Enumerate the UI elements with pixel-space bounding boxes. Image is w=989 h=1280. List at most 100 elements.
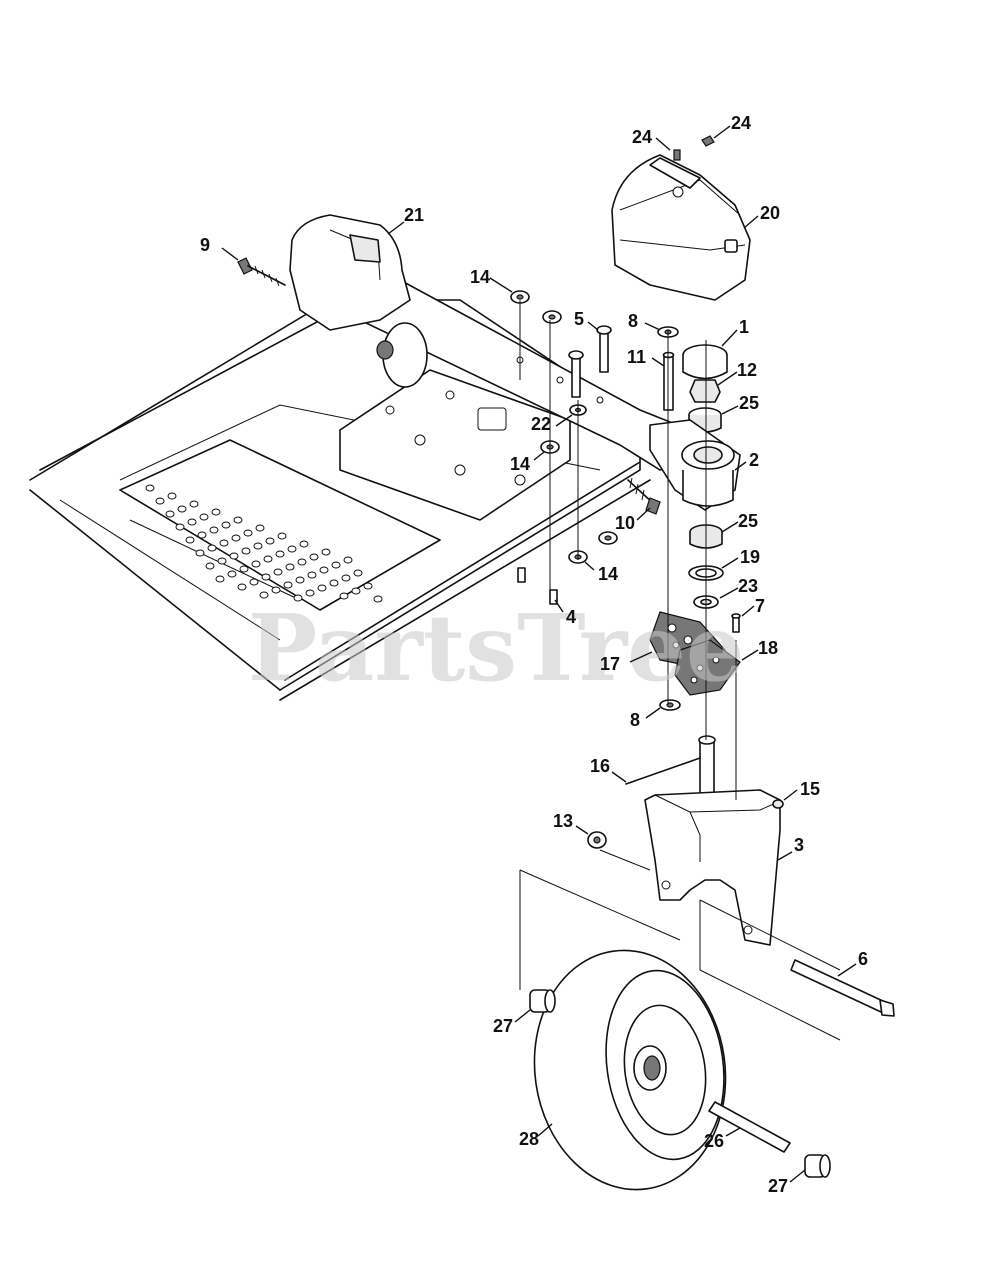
platform-hole [233, 516, 243, 524]
part-26-spacer-tube [708, 1101, 791, 1153]
callout-21: 21 [404, 205, 424, 225]
foot-platform [119, 439, 441, 611]
callout-14-mid: 14 [510, 454, 530, 474]
platform-hole [249, 578, 259, 586]
callout-13: 13 [553, 811, 573, 831]
platform-hole [339, 592, 349, 600]
platform-hole [341, 574, 351, 582]
platform-hole [175, 523, 185, 531]
callout-8-low: 8 [630, 710, 640, 730]
part-9-bolt [237, 257, 286, 287]
part-21-left-cover [289, 214, 411, 331]
platform-hole [373, 595, 383, 603]
platform-hole [263, 555, 273, 563]
part-18-gear-plate [674, 639, 741, 696]
platform-hole [199, 513, 209, 521]
watermark-text: PartsTree [248, 594, 744, 702]
platform-hole [273, 568, 283, 576]
platform-hole [295, 576, 305, 584]
platform-hole [285, 563, 295, 571]
platform-hole [177, 505, 187, 513]
callout-8-top: 8 [628, 311, 638, 331]
platform-hole [155, 497, 165, 505]
part-8-washer-lower [659, 699, 681, 711]
part-7-screw [731, 613, 741, 633]
platform-hole [277, 532, 287, 540]
left-wheel-hub [376, 322, 428, 388]
callout-3: 3 [794, 835, 804, 855]
callout-27-right: 27 [768, 1176, 788, 1196]
platform-hole [283, 581, 293, 589]
callout-28: 28 [519, 1129, 539, 1149]
part-12-castle-nut [689, 379, 721, 403]
callout-4: 4 [566, 607, 576, 627]
platform-hole [211, 508, 221, 516]
callout-25-low: 25 [738, 511, 758, 531]
part-5-bolts [568, 325, 612, 398]
part-20-right-cover [611, 154, 751, 301]
platform-hole [261, 573, 271, 581]
platform-hole [305, 589, 315, 597]
callout-17: 17 [600, 654, 620, 674]
part-10-bolt [627, 477, 661, 515]
platform-hole [237, 583, 247, 591]
platform-hole [253, 542, 263, 550]
platform-hole [197, 531, 207, 539]
platform-hole [239, 565, 249, 573]
platform-hole [229, 552, 239, 560]
callout-leaders [221, 125, 857, 1183]
platform-hole [319, 566, 329, 574]
platform-hole [271, 586, 281, 594]
platform-hole [353, 569, 363, 577]
callout-18: 18 [758, 638, 778, 658]
platform-hole [255, 524, 265, 532]
platform-hole [205, 562, 215, 570]
platform-hole [145, 484, 155, 492]
platform-hole [195, 549, 205, 557]
platform-hole [259, 591, 269, 599]
platform-hole [243, 529, 253, 537]
platform-hole [343, 556, 353, 564]
callout-10: 10 [615, 513, 635, 533]
assembly-reference-lines [519, 300, 841, 1041]
callout-2: 2 [749, 450, 759, 470]
callout-19: 19 [740, 547, 760, 567]
callout-24-left: 24 [632, 127, 652, 147]
part-16-pin [625, 757, 701, 785]
platform-hole [231, 534, 241, 542]
platform-hole [221, 521, 231, 529]
callout-23: 23 [738, 576, 758, 596]
callout-16: 16 [590, 756, 610, 776]
callout-27-left: 27 [493, 1016, 513, 1036]
platform-hole [241, 547, 251, 555]
callout-20: 20 [760, 203, 780, 223]
platform-hole [185, 536, 195, 544]
platform-hole [217, 557, 227, 565]
callout-25-top: 25 [739, 393, 759, 413]
platform-hole [297, 558, 307, 566]
platform-hole [331, 561, 341, 569]
platform-hole [329, 579, 339, 587]
part-27-bushings [529, 989, 831, 1178]
platform-hole [187, 518, 197, 526]
platform-hole [209, 526, 219, 534]
platform-hole [317, 584, 327, 592]
part-13-nut [587, 831, 607, 849]
floor-plate [339, 369, 571, 521]
platform-hole [227, 570, 237, 578]
platform-hole [307, 571, 317, 579]
platform-hole [293, 594, 303, 602]
callout-5: 5 [574, 309, 584, 329]
platform-hole [215, 575, 225, 583]
platform-hole [189, 500, 199, 508]
platform-hole [207, 544, 217, 552]
part-28-wheel [533, 949, 727, 1191]
platform-hole [299, 540, 309, 548]
part-6-axle-bolt [790, 959, 895, 1017]
callout-9: 9 [200, 235, 210, 255]
callout-numbers: 9 21 14 5 8 11 1 12 25 2 24 24 20 22 14 … [200, 113, 868, 1196]
callout-14-top: 14 [470, 267, 490, 287]
part-15-nut [772, 799, 784, 809]
part-2-caster-mount [649, 419, 741, 511]
